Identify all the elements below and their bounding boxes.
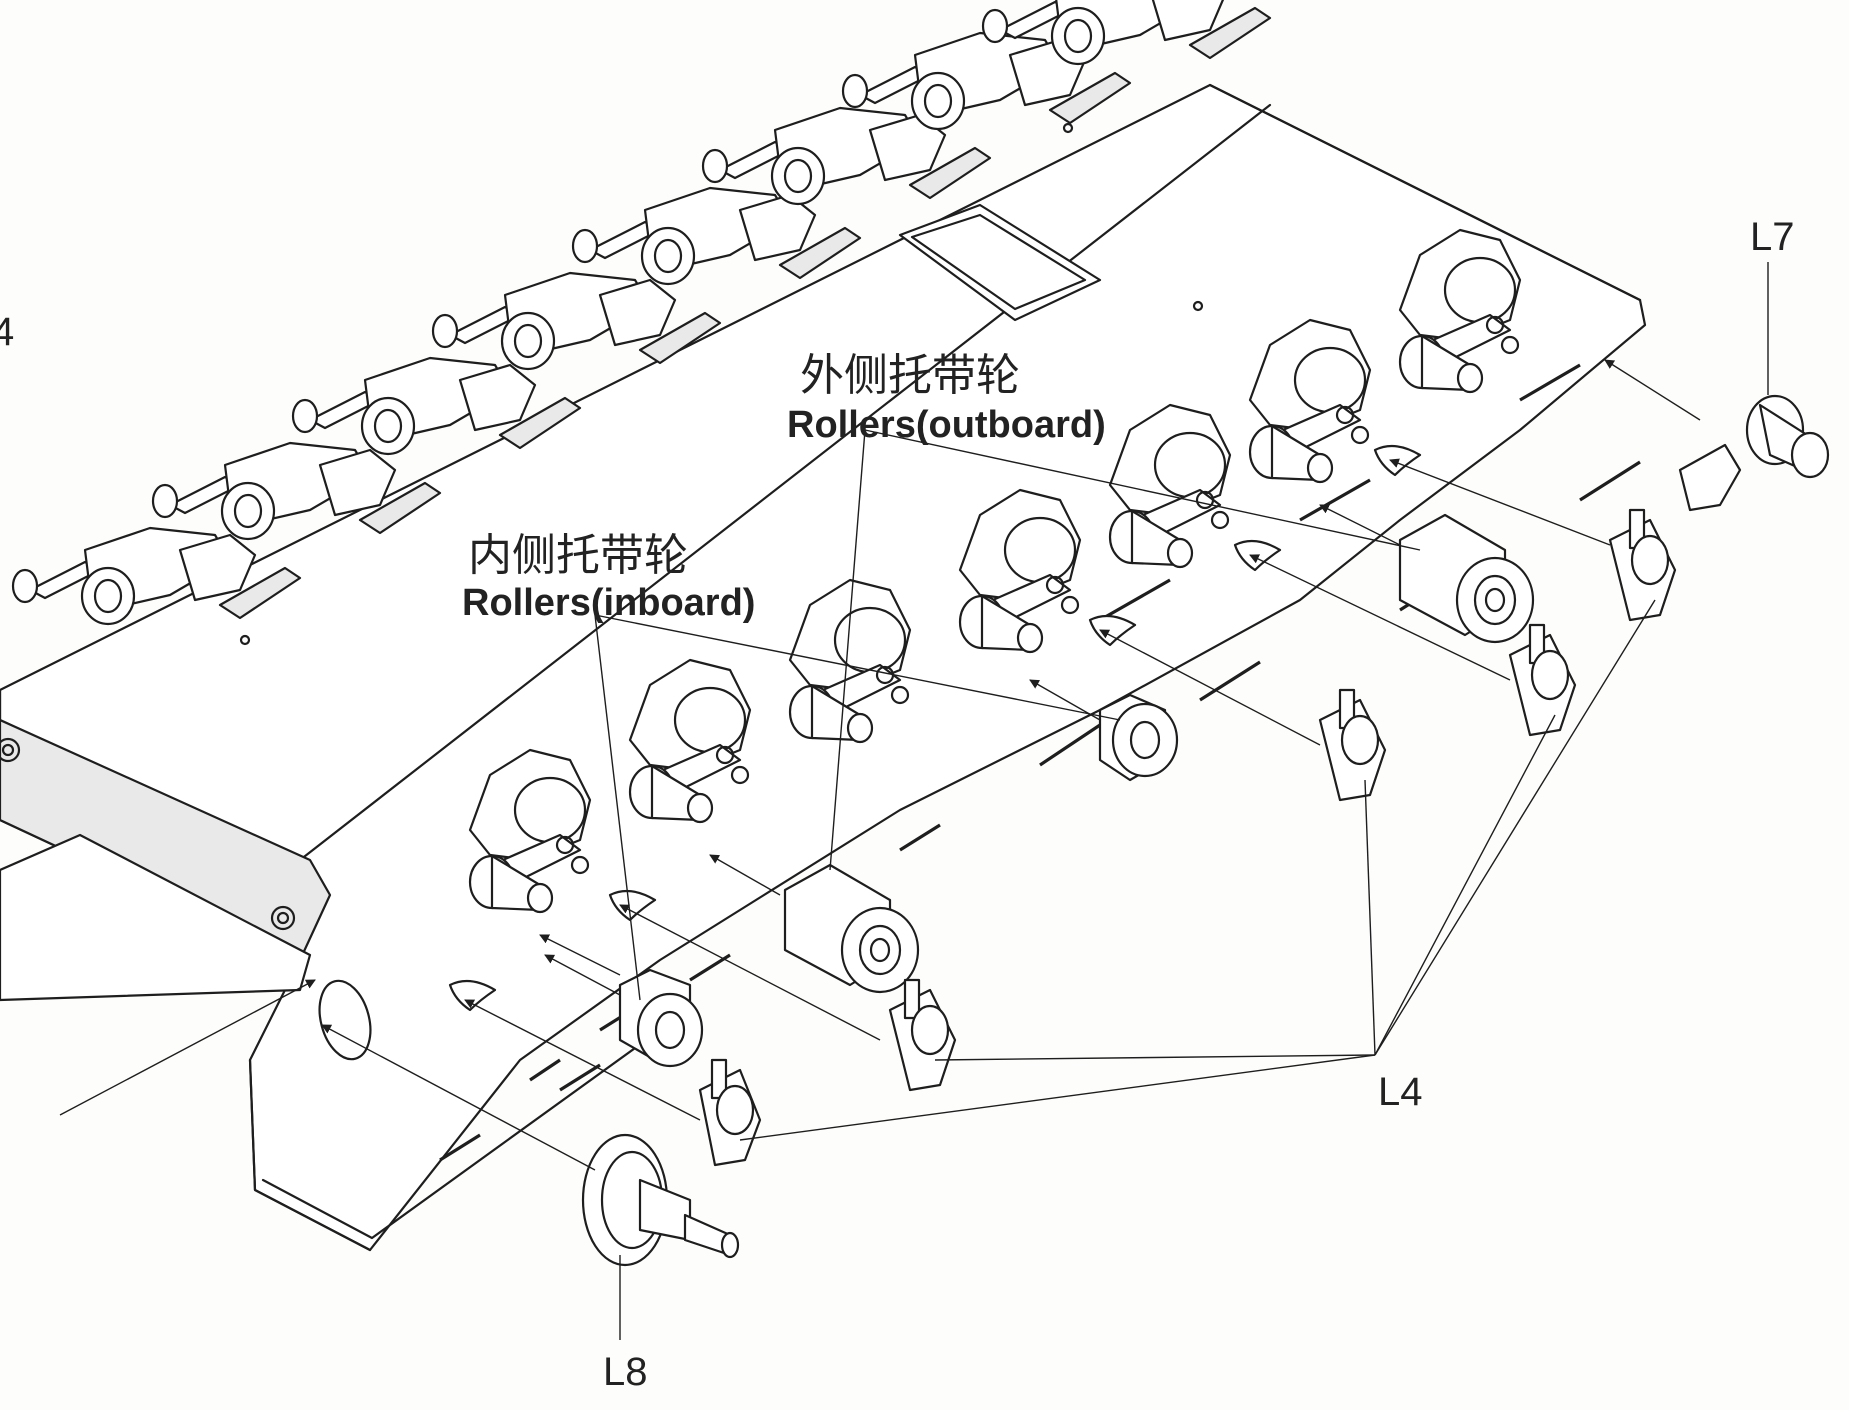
part-l8-idler	[581, 1133, 740, 1267]
label-outboard-zh: 外侧托带轮	[800, 350, 1020, 401]
part-l4-5	[1608, 508, 1677, 622]
part-l4-1	[698, 1058, 762, 1167]
part-l4-2	[888, 978, 957, 1092]
roller-inboard-2	[1098, 693, 1179, 782]
part-label-edge: 4	[0, 310, 14, 354]
part-label-l8: L8	[603, 1350, 648, 1394]
suspension-arm	[11, 526, 302, 626]
assembly-arrows	[59, 359, 1701, 1171]
roller-bracket	[468, 748, 592, 914]
roller-outboard-2	[1398, 513, 1535, 644]
suspension-arm	[571, 186, 862, 286]
part-l4-3	[1318, 688, 1387, 802]
label-outboard-en: Rollers(outboard)	[787, 404, 1106, 446]
part-l4-4	[1508, 623, 1577, 737]
part-l7-hub	[1678, 394, 1830, 512]
loose-parts	[448, 394, 1830, 1267]
roller-inboard-1	[618, 968, 704, 1068]
callouts: 外侧托带轮 Rollers(outboard) 内侧托带轮 Rollers(in…	[0, 215, 1795, 1394]
roller-outboard-1	[783, 863, 920, 994]
wheel-brackets	[468, 228, 1522, 914]
label-inboard-zh: 内侧托带轮	[468, 530, 688, 581]
part-label-l4: L4	[1378, 1070, 1423, 1114]
part-label-l7: L7	[1750, 215, 1795, 259]
suspension-arms	[11, 0, 1272, 626]
leader-lines	[594, 262, 1769, 1340]
label-inboard-en: Rollers(inboard)	[462, 582, 755, 624]
